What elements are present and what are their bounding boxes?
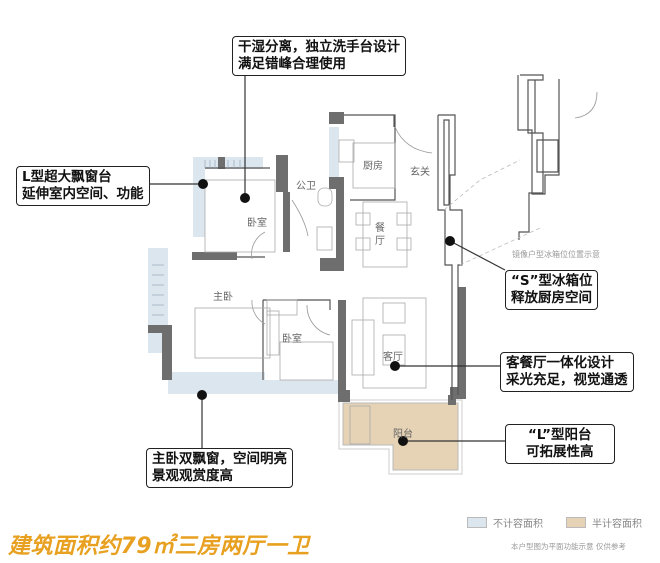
callout-text: 可拓展性高	[526, 444, 594, 460]
room-label-kitchen: 厨房	[363, 161, 383, 172]
callout-text: “L”型阳台	[527, 427, 592, 443]
callout-bay-window: L型超大飘窗台 延伸室内空间、功能	[16, 166, 150, 206]
callout-master-window: 主卧双飘窗，空间明亮 景观观赏度高	[146, 448, 293, 488]
room-label-living: 客厅	[383, 352, 403, 363]
wall-outlines	[205, 74, 560, 400]
non-counted-areas	[148, 127, 339, 394]
callout-fridge: “S”型冰箱位 释放厨房空间	[505, 270, 599, 310]
furniture	[194, 139, 427, 445]
callout-text: 主卧双飘窗，空间明亮	[152, 451, 287, 467]
callout-text: 景观观赏度高	[152, 468, 233, 484]
callout-text: 延伸室内空间、功能	[22, 186, 144, 202]
callout-balcony: “L”型阳台 可拓展性高	[505, 424, 615, 464]
legend-label: 不计容面积	[493, 519, 543, 530]
room-label-bedroom2: 卧室	[282, 334, 302, 345]
legend-item-half-counted: 半计容面积	[566, 515, 642, 530]
disclaimer: 本户型图为平面功能示意 仅供参考	[511, 542, 626, 551]
callout-text: L型超大飘窗台	[22, 169, 112, 185]
callout-living: 客餐厅一体化设计 采光充足，视觉通透	[500, 352, 634, 392]
callout-text: 采光充足，视觉通透	[506, 372, 628, 388]
door-swings	[251, 91, 598, 336]
callout-bathroom: 干湿分离，独立洗手台设计 满足错峰合理使用	[232, 36, 406, 76]
legend-item-non-counted: 不计容面积	[467, 515, 543, 530]
room-label-balcony: 阳台	[393, 429, 413, 440]
callout-text: 干湿分离，独立洗手台设计	[238, 39, 400, 55]
callout-text: “S”型冰箱位	[511, 273, 593, 289]
callout-text: 释放厨房空间	[511, 290, 592, 306]
callout-text: 满足错峰合理使用	[238, 56, 346, 72]
mirror-fridge-note: 镜像户型冰箱位位置示意	[512, 250, 600, 259]
bay-window-hatch	[152, 160, 241, 316]
callout-dots	[197, 179, 455, 446]
room-label-bedroom1: 卧室	[247, 218, 267, 229]
legend-label: 半计容面积	[592, 519, 642, 530]
balcony-area	[338, 399, 463, 475]
room-label-master: 主卧	[213, 292, 233, 303]
callout-text: 客餐厅一体化设计	[506, 355, 614, 371]
legend-swatch-blue	[467, 517, 487, 528]
legend-swatch-tan	[566, 517, 586, 528]
room-label-entrance: 玄关	[410, 167, 430, 178]
room-label-dining: 餐厅	[375, 223, 385, 247]
floor-plan-title: 建筑面积约79㎡三房两厅一卫	[8, 534, 310, 559]
room-label-public-bath: 公卫	[296, 181, 316, 192]
walls	[148, 112, 466, 405]
